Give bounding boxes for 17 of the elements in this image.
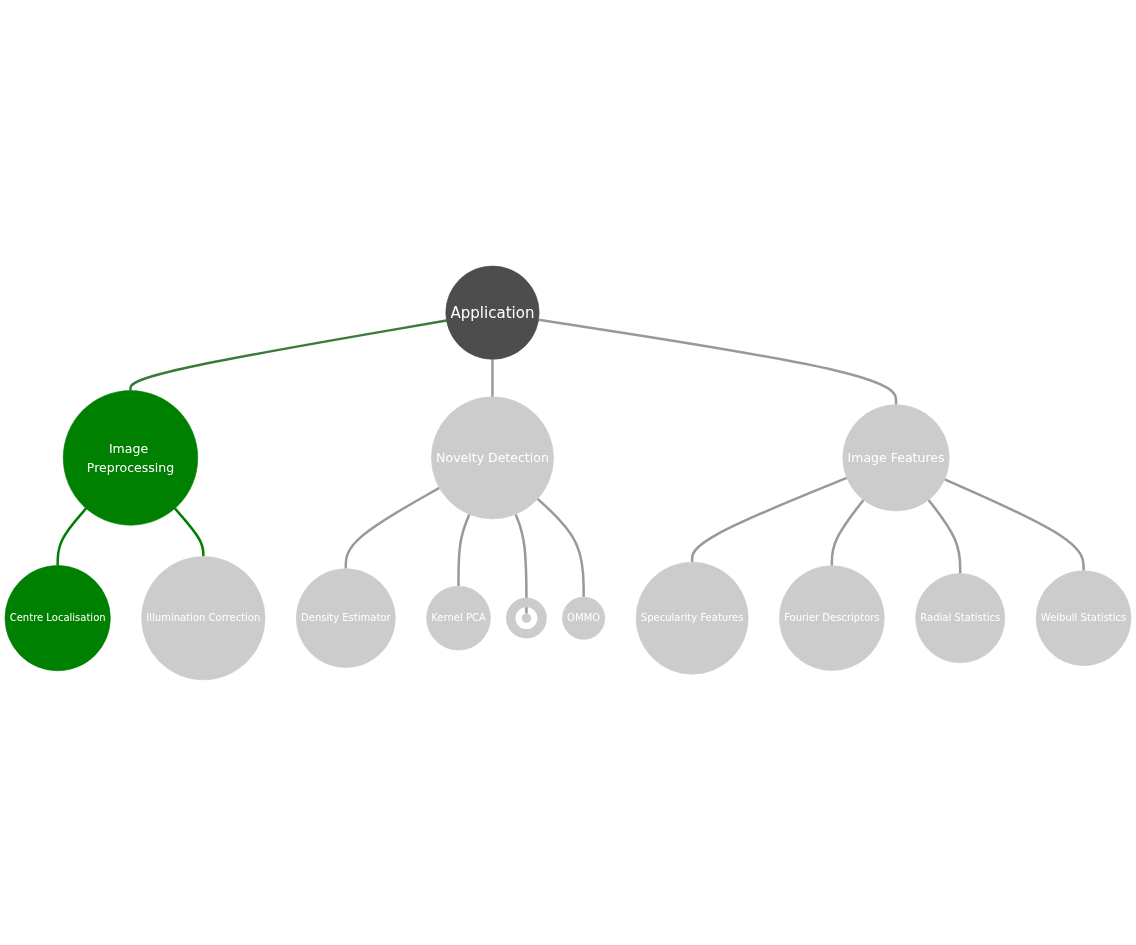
connector [491, 358, 494, 397]
connector [927, 498, 962, 574]
connector [536, 497, 585, 597]
connector [514, 513, 528, 613]
connector [129, 318, 447, 391]
connector [944, 477, 1085, 571]
node-circle: Application [445, 265, 540, 360]
connector [56, 507, 88, 566]
connector [344, 486, 440, 569]
node-circle: Centre Localisation [4, 564, 111, 671]
node-circle: Image Preprocessing [62, 389, 199, 525]
connector [830, 498, 865, 566]
connector [457, 513, 471, 586]
node-circle [506, 597, 547, 639]
connector [690, 476, 848, 562]
connector [173, 507, 205, 556]
connector [538, 318, 898, 405]
